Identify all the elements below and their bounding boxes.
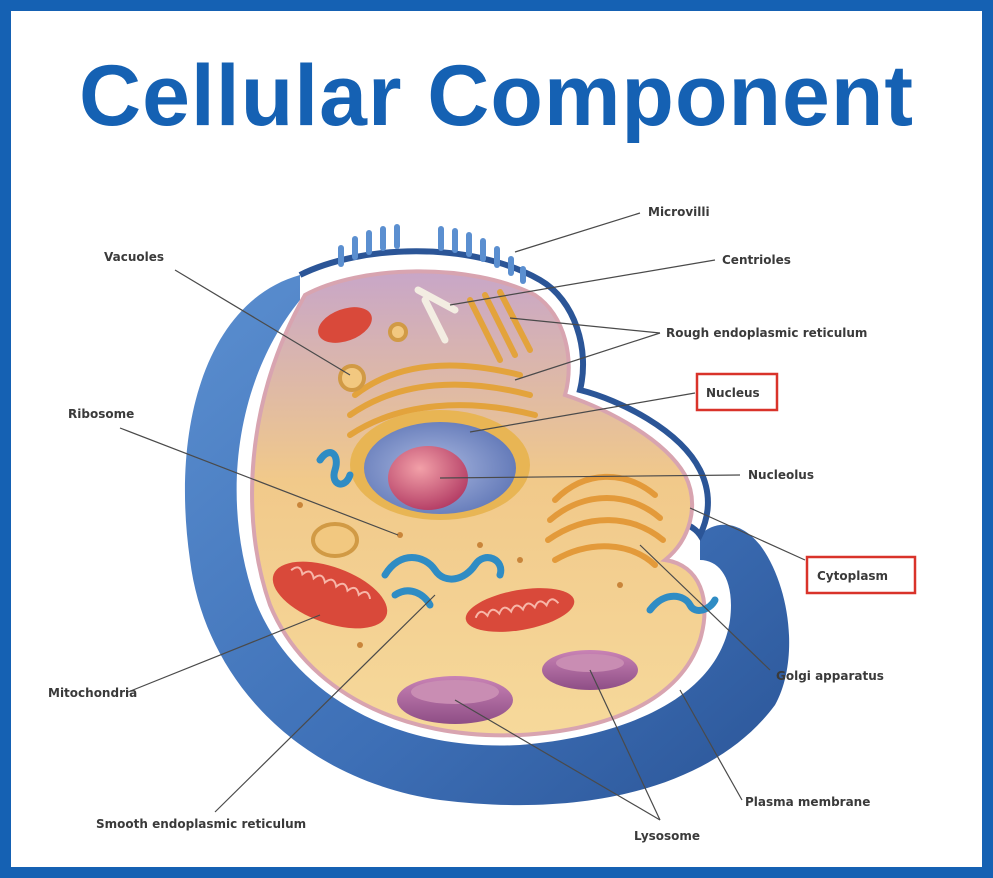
label-mitochondria: Mitochondria — [48, 686, 137, 700]
label-ribosome: Ribosome — [68, 407, 134, 421]
label-plasma-membrane: Plasma membrane — [745, 795, 870, 809]
label-cytoplasm: Cytoplasm — [817, 569, 888, 583]
label-golgi: Golgi apparatus — [776, 669, 884, 683]
label-smooth-er: Smooth endoplasmic reticulum — [96, 817, 306, 831]
label-vacuoles: Vacuoles — [104, 250, 164, 264]
label-centrioles: Centrioles — [722, 253, 791, 267]
label-rough-er: Rough endoplasmic reticulum — [666, 326, 867, 340]
label-microvilli: Microvilli — [648, 205, 710, 219]
label-lysosome: Lysosome — [634, 829, 700, 843]
label-nucleus: Nucleus — [706, 386, 760, 400]
label-nucleolus: Nucleolus — [748, 468, 814, 482]
